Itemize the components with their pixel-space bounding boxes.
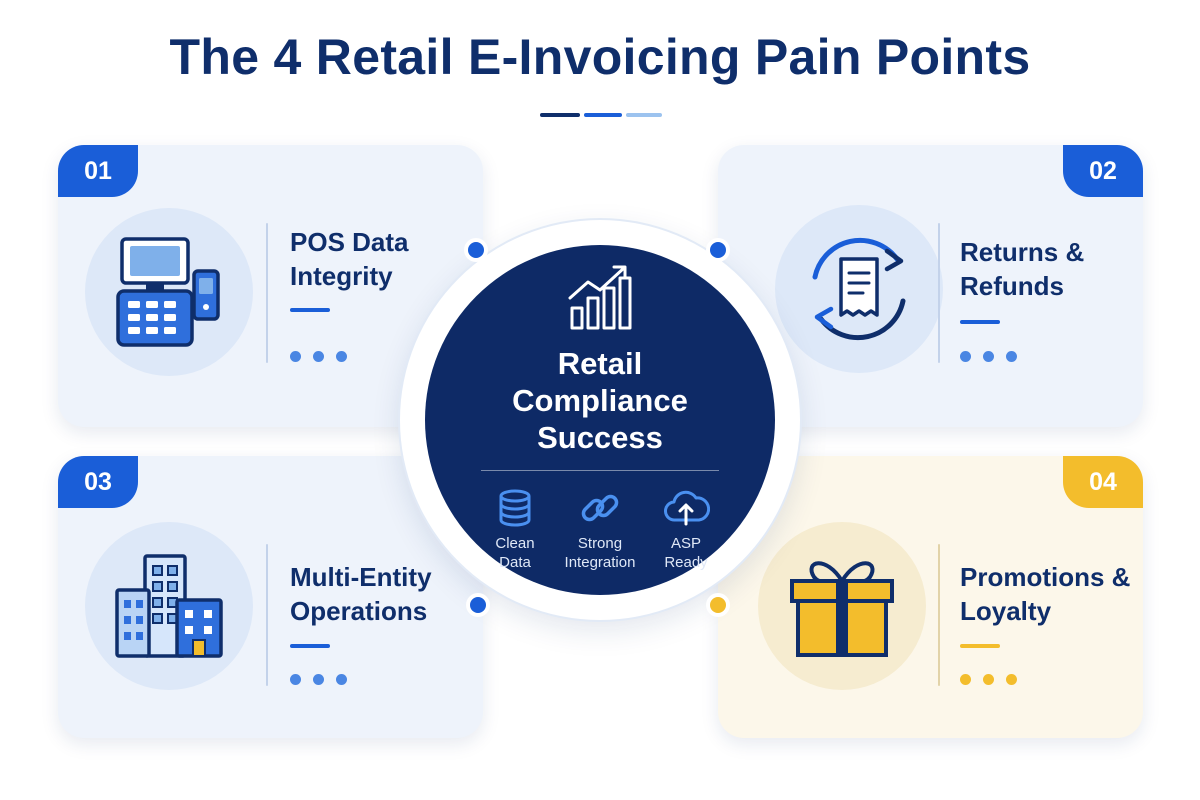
card-icon-circle: [775, 205, 943, 373]
card-accent-dash: [960, 320, 1000, 324]
hub-pillar-label-line-1: Strong: [577, 535, 623, 552]
hub-pillar-label: ASP Ready: [636, 534, 736, 572]
card-title-line-2: Loyalty: [960, 596, 1052, 626]
connector-dot-bottom-left: [470, 597, 486, 613]
card-icon-circle: [85, 522, 253, 690]
hub-divider: [481, 470, 719, 471]
card-title-line-1: Promotions &: [960, 562, 1131, 592]
card-dots: [290, 351, 347, 362]
hub-pillar-label-line-2: Ready: [664, 554, 708, 571]
card-dots: [960, 674, 1017, 685]
page-title: The 4 Retail E-Invoicing Pain Points: [169, 29, 1031, 85]
hub-title-line-1: Retail: [557, 346, 643, 381]
card-number-badge: 03: [58, 456, 138, 508]
card-title: Multi-Entity Operations: [290, 560, 432, 628]
hub-pillar-strong-integration: Strong Integration: [550, 488, 650, 572]
title-underline: [540, 113, 662, 117]
card-divider: [938, 544, 940, 686]
card-icon-circle: [758, 522, 926, 690]
link-icon: [581, 494, 619, 522]
card-number-badge: 01: [58, 145, 138, 197]
growth-chart-icon: [568, 265, 632, 330]
cloud-upload-icon: [664, 490, 710, 526]
card-title-line-1: POS Data: [290, 227, 409, 257]
card-title: Returns & Refunds: [960, 235, 1084, 303]
hub-pillar-label-line-2: Data: [499, 554, 531, 571]
card-accent-dash: [960, 644, 1000, 648]
hub-pillar-label-line-1: ASP: [670, 535, 701, 552]
hub-pillar-label-line-2: Integration: [564, 554, 636, 571]
hub-circle: [425, 245, 775, 595]
card-title-line-2: Operations: [290, 596, 428, 626]
pain-point-card-promotions: 04 Promotions & Loyalty: [718, 456, 1143, 738]
card-accent-dash: [290, 308, 330, 312]
card-title-line-1: Returns &: [960, 237, 1085, 267]
card-divider: [266, 223, 268, 363]
hub-pillar-label-line-1: Clean: [495, 535, 535, 552]
hub-title: Retail Compliance Success: [440, 345, 760, 456]
card-title-line-1: Multi-Entity: [290, 562, 432, 592]
hub-title-line-2: Compliance: [512, 383, 688, 418]
hub-pillar-clean-data: Clean Data: [465, 488, 565, 572]
hub-pillar-label: Clean Data: [465, 534, 565, 572]
pain-point-card-pos-data: 01 POS Data Integrity: [58, 145, 483, 427]
refresh-receipt-icon: [812, 237, 906, 341]
pos-terminal-icon: [116, 237, 220, 347]
pain-point-card-returns: 02 Returns & Refunds: [718, 145, 1143, 427]
gift-box-icon: [790, 561, 894, 657]
card-title-line-2: Integrity: [290, 261, 393, 291]
card-accent-dash: [290, 644, 330, 648]
hub-title-line-3: Success: [537, 420, 663, 455]
card-icon-circle: [85, 208, 253, 376]
buildings-icon: [115, 554, 223, 658]
card-dots: [960, 351, 1017, 362]
hub-pillar-label: Strong Integration: [550, 534, 650, 572]
database-icon: [499, 489, 531, 527]
pain-point-card-multi-entity: 03 Multi-Entity Ope: [58, 456, 483, 738]
card-number-badge: 02: [1063, 145, 1143, 197]
card-title: Promotions & Loyalty: [960, 560, 1130, 628]
card-divider: [938, 223, 940, 363]
card-number-badge: 04: [1063, 456, 1143, 508]
connector-dot-top-left: [468, 242, 484, 258]
connector-dot-top-right: [710, 242, 726, 258]
connector-dot-bottom-right: [710, 597, 726, 613]
card-title: POS Data Integrity: [290, 225, 409, 293]
card-title-line-2: Refunds: [960, 271, 1064, 301]
card-divider: [266, 544, 268, 686]
card-dots: [290, 674, 347, 685]
hub-pillar-asp-ready: ASP Ready: [636, 488, 736, 572]
